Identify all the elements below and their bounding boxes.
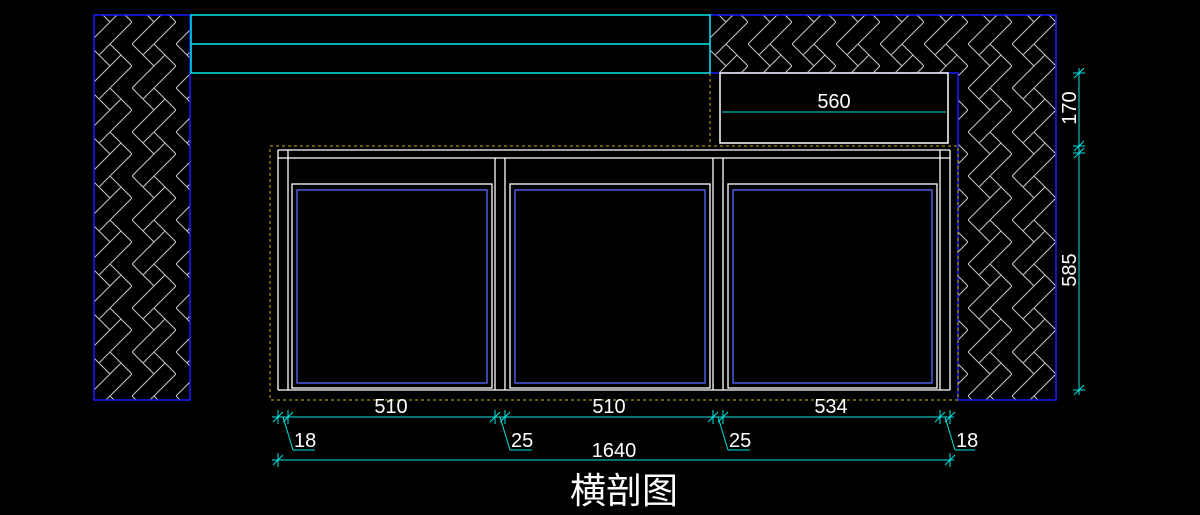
wall-left	[93, 14, 191, 401]
dim-right-vertical	[1073, 67, 1085, 396]
dim-overall-line	[272, 453, 956, 467]
dim-bay-1: 510	[374, 396, 407, 418]
cabinet-bay-1	[291, 183, 493, 389]
cabinet-bay-2	[509, 183, 711, 389]
dashed-outline	[269, 73, 959, 401]
dim-bay-3: 534	[814, 396, 847, 418]
dim-bottom-bays	[272, 410, 975, 451]
dim-gap-1: 25	[511, 430, 533, 452]
dim-right-lower: 585	[1059, 253, 1081, 286]
dim-gap-2: 25	[729, 430, 751, 452]
dim-bay-2: 510	[592, 396, 625, 418]
dim-end-left: 18	[294, 430, 316, 452]
top-beam	[190, 14, 711, 74]
upper-box: 560	[719, 72, 949, 144]
drawing-title: 横剖图	[570, 471, 678, 512]
cabinet-frame	[277, 149, 951, 391]
dim-top-width: 560	[817, 91, 850, 113]
dim-overall: 1640	[592, 440, 637, 462]
dim-end-right: 18	[956, 430, 978, 452]
cabinet-bay-3	[727, 183, 938, 389]
dim-right-upper: 170	[1059, 91, 1081, 124]
